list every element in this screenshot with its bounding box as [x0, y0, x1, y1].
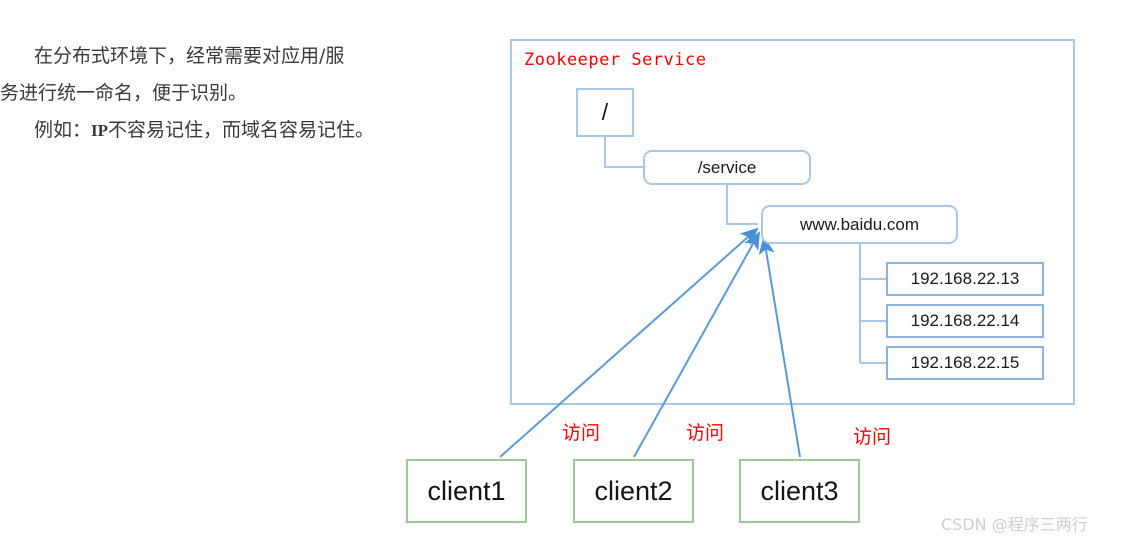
- tree-node-ip-1[interactable]: 192.168.22.13: [886, 262, 1044, 296]
- tree-node-domain[interactable]: www.baidu.com: [761, 205, 958, 244]
- description-line-1: 在分布式环境下，经常需要对应用/服: [34, 45, 345, 67]
- description-line-3-suffix: 不容易记住，而域名容易记住。: [108, 119, 375, 141]
- csdn-watermark: CSDN @程序三两行: [941, 515, 1088, 534]
- tree-node-ip-2[interactable]: 192.168.22.14: [886, 304, 1044, 338]
- tree-node-ip-3[interactable]: 192.168.22.15: [886, 346, 1044, 380]
- description-line-3: 例如：IP不容易记住，而域名容易记住。: [0, 112, 480, 149]
- zookeeper-service-title: Zookeeper Service: [524, 50, 707, 70]
- access-label-3: 访问: [853, 426, 892, 448]
- access-label-1: 访问: [562, 422, 601, 444]
- access-label-2: 访问: [686, 422, 725, 444]
- client-box-1[interactable]: client1: [406, 459, 527, 523]
- client-box-3[interactable]: client3: [739, 459, 860, 523]
- description-line-2: 务进行统一命名，便于识别。: [0, 82, 248, 104]
- description-line-3-prefix: 例如：: [34, 119, 92, 141]
- tree-node-service[interactable]: /service: [643, 150, 811, 185]
- description-ip-emphasis: IP: [91, 121, 109, 140]
- client-box-2[interactable]: client2: [573, 459, 694, 523]
- description-text: 在分布式环境下，经常需要对应用/服 务进行统一命名，便于识别。 例如：IP不容易…: [0, 38, 480, 149]
- tree-node-root[interactable]: /: [576, 88, 634, 137]
